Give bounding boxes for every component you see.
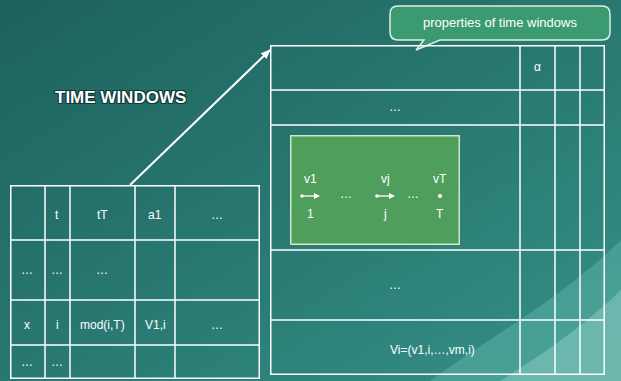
cell-text: … [96,263,108,277]
cell-text: x [24,318,30,332]
cell-text: 1 [307,207,314,221]
cell-text: … [340,187,352,201]
vector-definition: Vi=(v1,i,…,vm,i) [390,343,475,357]
properties-table: v1 vj vT … … 1 j Tα … … [270,45,605,375]
cell-text: … [211,318,223,332]
cell-text: … [407,187,419,201]
cell-text: j [384,207,387,221]
slide-title: TIME WINDOWS [55,88,186,108]
callout-text: properties of time windows [423,16,577,30]
time-window-box-outline [290,135,460,245]
cell-text: tT [97,208,108,222]
cell-text: α [534,60,541,74]
cell-text: … [51,355,63,369]
cell-text: vT [433,172,446,186]
cell-text: V1,i [145,318,166,332]
cell-text: … [21,355,33,369]
cell-text: … [51,263,63,277]
cell-text: … [389,278,401,292]
cell-text: v1 [304,172,317,186]
cell-text: T [436,207,443,221]
cell-text: a1 [148,208,161,222]
cell-text: … [389,100,401,114]
time-window-box: v1 vj vT … … 1 j T [290,135,460,245]
cell-text: mod(i,T) [80,318,125,332]
cell-text: t [55,208,58,222]
data-table: t tT a1 … … … … x i mod(i,T) V1,i … … … [10,185,260,379]
cell-text: … [211,208,223,222]
cell-text: vj [381,172,390,186]
cell-text: i [56,318,59,332]
cell-text: … [21,263,33,277]
pointer-arrow [130,50,270,185]
callout-box: properties of time windows [390,6,610,40]
